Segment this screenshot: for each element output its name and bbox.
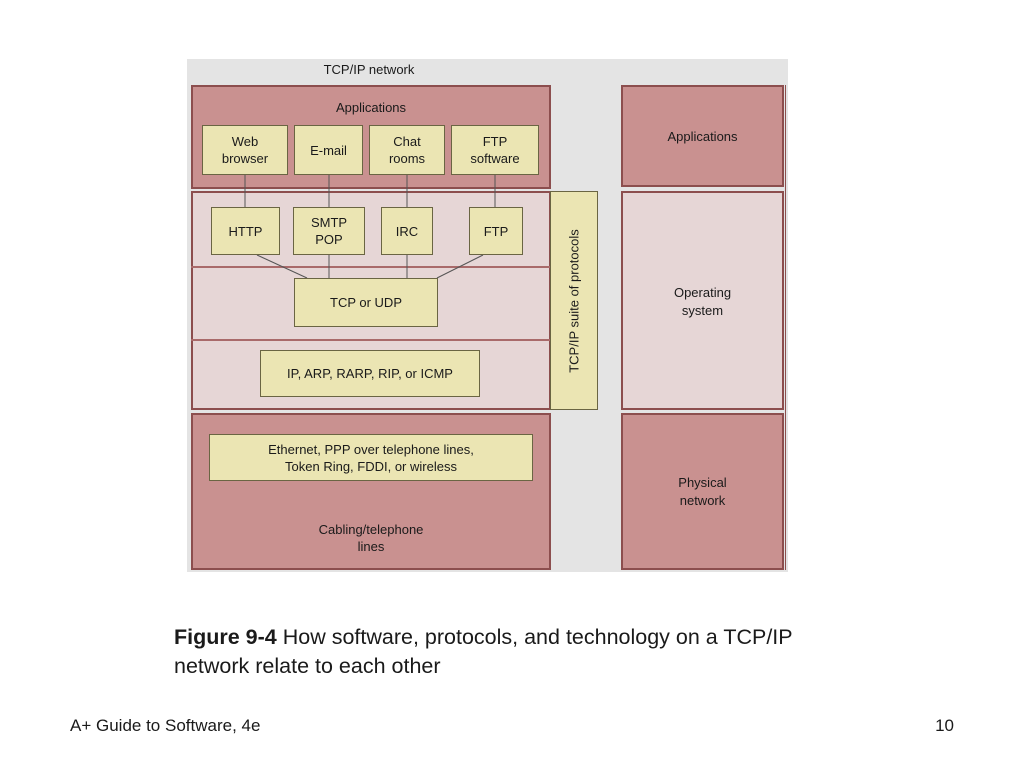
app-chat-rooms: Chat rooms	[369, 125, 445, 175]
side-layer-applications-label: Applications	[667, 129, 738, 144]
protocol-http: HTTP	[211, 207, 280, 255]
side-layer-applications: Applications	[621, 85, 784, 187]
diagram-title: TCP/IP network	[323, 62, 415, 77]
figure-caption: Figure 9-4 How software, protocols, and …	[174, 623, 854, 681]
tcpip-suite-label: TCP/IP suite of protocols	[566, 228, 582, 373]
cabling-label: Cabling/telephone lines	[318, 522, 424, 554]
footer-page-number: 10	[935, 716, 954, 735]
app-email: E-mail	[294, 125, 363, 175]
network-layer-divider	[191, 339, 551, 341]
protocol-smtp-pop: SMTP POP	[293, 207, 365, 255]
app-ftp-software: FTP software	[451, 125, 539, 175]
protocol-irc: IRC	[381, 207, 433, 255]
side-layer-physical-network-label: Physical network	[678, 475, 727, 508]
physical-technologies: Ethernet, PPP over telephone lines, Toke…	[209, 434, 533, 481]
side-layer-operating-system: Operating system	[621, 191, 784, 410]
tcpip-network-diagram: TCP/IP network Applications Cabling/tele…	[187, 59, 788, 572]
connector-ftp-tcp	[436, 254, 484, 279]
transport-layer-divider	[191, 266, 551, 268]
footer-book-title: A+ Guide to Software, 4e	[70, 716, 261, 735]
side-layer-physical-network: Physical network	[621, 413, 784, 570]
applications-band-label: Applications	[335, 100, 407, 115]
transport-tcp-udp: TCP or UDP	[294, 278, 438, 327]
connector-lines	[244, 175, 496, 279]
tcpip-suite-box: TCP/IP suite of protocols	[550, 191, 598, 410]
figure-caption-text: How software, protocols, and technology …	[174, 625, 793, 678]
network-protocols: IP, ARP, RARP, RIP, or ICMP	[260, 350, 480, 397]
app-web-browser: Web browser	[202, 125, 288, 175]
side-layer-operating-system-label: Operating system	[673, 285, 732, 318]
connector-http-tcp	[256, 254, 308, 279]
right-edge-line	[785, 85, 786, 570]
protocol-ftp: FTP	[469, 207, 523, 255]
figure-number: Figure 9-4	[174, 625, 277, 649]
